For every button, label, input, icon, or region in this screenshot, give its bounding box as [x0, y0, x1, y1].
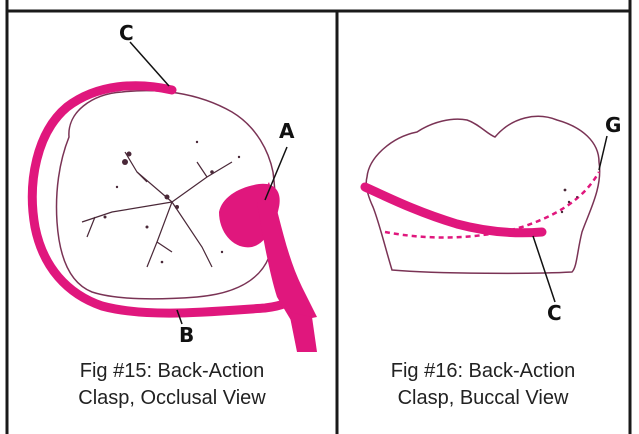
- clasp-arm: [365, 187, 542, 233]
- label-g: G: [605, 113, 621, 137]
- occlusal-view-drawing: C A B: [7, 12, 337, 352]
- label-c-right: C: [547, 301, 562, 325]
- label-b: B: [179, 323, 194, 347]
- minor-connector: [257, 182, 317, 322]
- connector-stem: [289, 312, 317, 352]
- buccal-view-drawing: G C: [337, 12, 629, 352]
- figure-15-panel: C A B Fig #15: Back-Action Clasp, Occlus…: [7, 12, 337, 434]
- figure-16-caption: Fig #16: Back-Action Clasp, Buccal View: [337, 358, 629, 412]
- caption-line-1: Fig #15: Back-Action: [7, 358, 337, 385]
- label-a: A: [279, 119, 295, 143]
- fissure-pattern: [82, 152, 232, 267]
- caption-line-2: Clasp, Buccal View: [337, 385, 629, 412]
- figure-15-caption: Fig #15: Back-Action Clasp, Occlusal Vie…: [7, 358, 337, 412]
- figure-16-panel: G C Fig #16: Back-Action Clasp, Buccal V…: [337, 12, 629, 434]
- leader-c: [130, 42, 169, 86]
- tooth-outline: [366, 116, 599, 273]
- caption-line-1: Fig #16: Back-Action: [337, 358, 629, 385]
- leader-g: [599, 136, 607, 170]
- label-c-left: C: [119, 21, 134, 45]
- caption-line-2: Clasp, Occlusal View: [7, 385, 337, 412]
- leader-c: [533, 236, 555, 302]
